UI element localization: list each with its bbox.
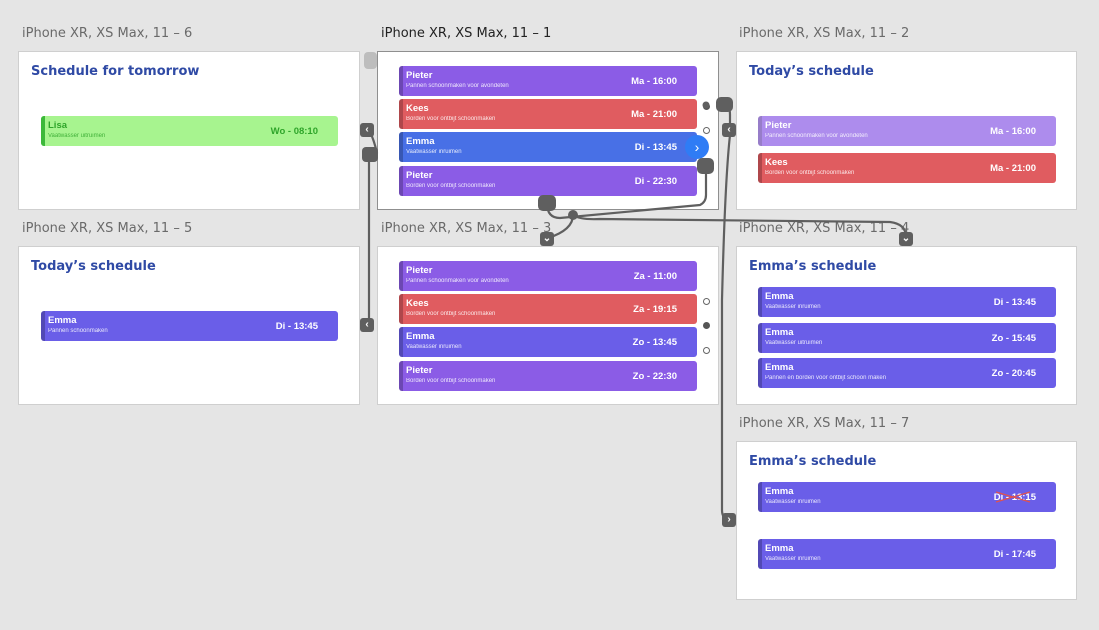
screen-title: Schedule for tomorrow: [31, 64, 200, 79]
card-task: Pannen schoonmaken voor avondeten: [765, 133, 868, 139]
artboard-label-3[interactable]: iPhone XR, XS Max, 11 – 3: [381, 221, 552, 236]
chevron-right-icon[interactable]: ›: [685, 135, 709, 159]
screen-title: Today’s schedule: [31, 259, 156, 274]
card-task: Vaatwasser inruimen: [765, 556, 821, 562]
schedule-card[interactable]: Emma Vaatwasser inruimen Zo - 13:45: [399, 327, 697, 357]
card-task: Pannen schoonmaken: [48, 328, 108, 334]
card-task: Vaatwasser inruimen: [406, 344, 462, 350]
card-task: Vaatwasser uitruimen: [765, 340, 823, 346]
card-task: Vaatwasser inruimen: [765, 304, 821, 310]
schedule-card[interactable]: Emma Vaatwasser inruimen Di - 13:45: [758, 287, 1056, 317]
chevron-left-icon[interactable]: ‹: [722, 123, 736, 137]
card-task: Pannen en borden voor ontbijt schoon mak…: [765, 375, 887, 381]
card-name: Pieter: [406, 70, 433, 81]
card-task: Borden voor ontbijt schoonmaken: [406, 378, 496, 384]
page-indicator-dot[interactable]: [703, 127, 710, 134]
artboard-1[interactable]: Pieter Pannen schoonmaken voor avondeten…: [377, 51, 719, 210]
schedule-card-selected[interactable]: Emma Vaatwasser inruimen Di - 13:45: [399, 132, 697, 162]
artboard-label-7[interactable]: iPhone XR, XS Max, 11 – 7: [739, 416, 910, 431]
artboard-6[interactable]: Schedule for tomorrow Lisa Vaatwasser ui…: [18, 51, 360, 210]
schedule-card[interactable]: Emma Pannen schoonmaken Di - 13:45: [41, 311, 338, 341]
artboard-3[interactable]: Pieter Pannen schoonmaken voor avondeten…: [377, 246, 719, 405]
card-time: Ma - 21:00: [631, 109, 677, 120]
screen-title: Emma’s schedule: [749, 259, 877, 274]
card-time: Za - 19:15: [633, 304, 677, 315]
card-time: Ma - 16:00: [631, 76, 677, 87]
schedule-card[interactable]: Pieter Pannen schoonmaken voor avondeten…: [399, 261, 697, 291]
schedule-card[interactable]: Pieter Pannen schoonmaken voor avondeten…: [758, 116, 1056, 146]
card-name: Kees: [765, 157, 788, 168]
card-name: Kees: [406, 103, 429, 114]
schedule-card[interactable]: Kees Borden voor ontbijt schoonmaken Ma …: [399, 99, 697, 129]
card-task: Borden voor ontbijt schoonmaken: [406, 116, 496, 122]
artboard-label-6[interactable]: iPhone XR, XS Max, 11 – 6: [22, 26, 193, 41]
card-name: Pieter: [406, 170, 433, 181]
card-task: Vaatwasser inruimen: [406, 149, 462, 155]
schedule-card[interactable]: Kees Borden voor ontbijt schoonmaken Za …: [399, 294, 697, 324]
artboard-5[interactable]: Today’s schedule Emma Pannen schoonmaken…: [18, 246, 360, 405]
card-time: Di - 17:45: [993, 549, 1036, 560]
schedule-card[interactable]: Pieter Borden voor ontbijt schoonmaken Z…: [399, 361, 697, 391]
card-name: Emma: [48, 315, 77, 326]
card-task: Borden voor ontbijt schoonmaken: [765, 170, 855, 176]
card-name: Pieter: [406, 265, 433, 276]
card-name: Lisa: [48, 120, 68, 131]
schedule-card[interactable]: Emma Vaatwasser inruimen Di - 17:45: [758, 539, 1056, 569]
card-name: Emma: [765, 362, 794, 373]
card-name: Emma: [765, 327, 794, 338]
card-name: Pieter: [765, 120, 792, 131]
card-name: Emma: [406, 136, 435, 147]
screen-title: Emma’s schedule: [749, 454, 877, 469]
chevron-down-icon[interactable]: ⌄: [899, 232, 913, 246]
chevron-right-icon[interactable]: ›: [722, 513, 736, 527]
card-name: Emma: [765, 486, 794, 497]
card-task: Vaatwasser uitruimen: [48, 133, 106, 139]
chevron-down-icon[interactable]: ⌄: [540, 232, 554, 246]
artboard-7[interactable]: Emma’s schedule Emma Vaatwasser inruimen…: [736, 441, 1077, 600]
screen-title: Today’s schedule: [749, 64, 874, 79]
card-name: Emma: [765, 291, 794, 302]
artboard-label-2[interactable]: iPhone XR, XS Max, 11 – 2: [739, 26, 910, 41]
card-task: Pannen schoonmaken voor avondeten: [406, 278, 509, 284]
schedule-card[interactable]: Emma Pannen en borden voor ontbijt schoo…: [758, 358, 1056, 388]
artboard-4[interactable]: Emma’s schedule Emma Vaatwasser inruimen…: [736, 246, 1077, 405]
schedule-card[interactable]: Emma Vaatwasser uitruimen Zo - 15:45: [758, 323, 1056, 353]
schedule-card[interactable]: Pieter Pannen schoonmaken voor avondeten…: [399, 66, 697, 96]
card-task: Pannen schoonmaken voor avondeten: [406, 83, 509, 89]
card-time: Ma - 16:00: [990, 126, 1036, 137]
page-indicator-dot[interactable]: [703, 347, 710, 354]
schedule-card[interactable]: Pieter Borden voor ontbijt schoonmaken D…: [399, 166, 697, 196]
page-indicator-dot[interactable]: [703, 298, 710, 305]
artboard-label-5[interactable]: iPhone XR, XS Max, 11 – 5: [22, 221, 193, 236]
page-indicator-dot[interactable]: [703, 103, 710, 110]
card-time: Di - 13:45: [993, 297, 1036, 308]
card-name: Emma: [765, 543, 794, 554]
card-time: Zo - 13:45: [632, 337, 677, 348]
card-task: Borden voor ontbijt schoonmaken: [406, 311, 496, 317]
artboard-2[interactable]: Today’s schedule Pieter Pannen schoonmak…: [736, 51, 1077, 210]
card-time: Di - 22:30: [634, 176, 677, 187]
schedule-card[interactable]: Kees Borden voor ontbijt schoonmaken Ma …: [758, 153, 1056, 183]
card-time: Wo - 08:10: [270, 126, 318, 137]
card-time: Za - 11:00: [633, 271, 677, 282]
card-time: Ma - 21:00: [990, 163, 1036, 174]
strikethrough-cross-icon: [995, 491, 1031, 503]
card-time: Di - 13:45: [275, 321, 318, 332]
artboard-label-1[interactable]: iPhone XR, XS Max, 11 – 1: [381, 26, 552, 41]
card-time: Di - 13:45: [634, 142, 677, 153]
chevron-left-icon[interactable]: ‹: [360, 318, 374, 332]
card-name: Emma: [406, 331, 435, 342]
card-task: Borden voor ontbijt schoonmaken: [406, 183, 496, 189]
card-time: Zo - 22:30: [632, 371, 677, 382]
artboard-label-4[interactable]: iPhone XR, XS Max, 11 – 4: [739, 221, 910, 236]
card-name: Pieter: [406, 365, 433, 376]
card-time: Zo - 15:45: [991, 333, 1036, 344]
card-name: Kees: [406, 298, 429, 309]
schedule-card[interactable]: Lisa Vaatwasser uitruimen Wo - 08:10: [41, 116, 338, 146]
chevron-left-icon[interactable]: ‹: [360, 123, 374, 137]
card-time: Zo - 20:45: [991, 368, 1036, 379]
card-task: Vaatwasser inruimen: [765, 499, 821, 505]
page-indicator-dot[interactable]: [703, 322, 710, 329]
schedule-card[interactable]: Emma Vaatwasser inruimen Di - 13:15: [758, 482, 1056, 512]
